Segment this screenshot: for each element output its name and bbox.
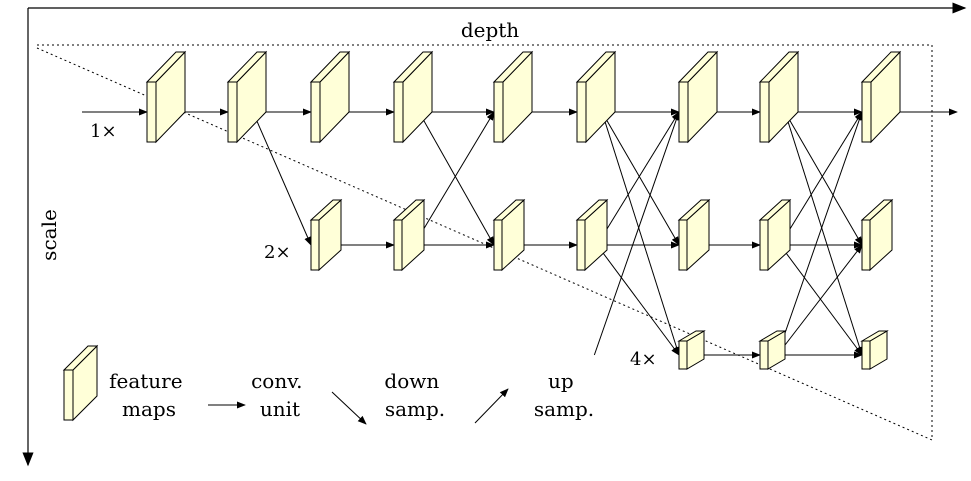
legend-feature-maps-label: feature maps — [109, 369, 189, 421]
legend-down-label: down samp. — [384, 369, 445, 421]
feature-map-c6-r1 — [677, 198, 711, 272]
feature-map-c8-r0 — [860, 50, 902, 144]
legend-up-line2: samp. — [534, 397, 594, 421]
up-arrow-c7-r1-0 — [779, 111, 863, 246]
down-arrow-c3-r0-1 — [418, 111, 495, 246]
feature-map-blocks — [145, 50, 902, 370]
legend-feature-line1: feature — [109, 369, 182, 393]
feature-map-c3-r1 — [392, 198, 426, 272]
scale-label-4x: 4× — [630, 349, 657, 370]
down-arrow-c7-r0-2 — [784, 111, 863, 356]
down-arrow-c7-r1-2 — [779, 244, 863, 356]
legend-down-arrow — [331, 391, 367, 425]
feature-map-c2-r0 — [309, 50, 351, 144]
up-arrow-c5-r1-0 — [596, 111, 680, 246]
legend-feature-map-block — [62, 344, 99, 422]
down-arrow-c5-r0-2 — [601, 111, 680, 356]
legend-up-label: up samp. — [534, 369, 594, 421]
scale-label-2x: 2× — [264, 242, 291, 263]
scale-label-1x: 1× — [90, 121, 117, 142]
legend-feature-line2: maps — [122, 397, 176, 421]
feature-map-c3-r0 — [392, 50, 434, 144]
feature-map-c6-r0 — [677, 50, 719, 144]
down-arrow-c7-r0-1 — [784, 111, 863, 246]
feature-map-c1-r0 — [226, 50, 268, 144]
feature-map-c6-r2 — [677, 330, 706, 370]
dotted-triangle — [37, 44, 933, 440]
scale-axis-label: scale — [37, 209, 61, 261]
feature-map-c4-r0 — [492, 50, 534, 144]
depth-axis-label: depth — [461, 18, 519, 42]
feature-map-c4-r1 — [492, 198, 526, 272]
legend-down-line1: down — [384, 369, 439, 393]
up-arrow-c7-r2-1 — [776, 244, 863, 356]
up-arrow-c7-r2-0 — [776, 111, 863, 356]
legend-up-arrow — [474, 388, 509, 424]
legend-up-line1: up — [548, 369, 574, 393]
down-arrow-c5-r0-1 — [601, 111, 680, 246]
feature-map-c2-r1 — [309, 198, 343, 272]
feature-map-c8-r1 — [860, 198, 894, 272]
feature-map-c7-r1 — [758, 198, 792, 272]
feature-map-c5-r0 — [575, 50, 617, 144]
up-arrow-c5-r2-0 — [593, 111, 680, 356]
feature-map-c7-r0 — [758, 50, 800, 144]
legend-conv-line2: unit — [260, 397, 300, 421]
legend: feature maps conv. unit down samp. up sa… — [62, 344, 594, 425]
feature-map-c8-r2 — [860, 330, 889, 370]
down-arrow-c1-r0-1 — [252, 111, 312, 246]
legend-conv-label: conv. unit — [251, 369, 309, 421]
down-arrow-c5-r1-2 — [596, 244, 680, 356]
feature-map-c5-r1 — [575, 198, 609, 272]
up-arrow-c3-r1-0 — [413, 111, 495, 246]
feature-map-c0-r0 — [145, 50, 187, 144]
legend-feature-map-icon — [62, 344, 99, 422]
legend-down-line2: samp. — [385, 397, 445, 421]
feature-map-c7-r2 — [758, 330, 787, 370]
legend-conv-line1: conv. — [251, 369, 302, 393]
